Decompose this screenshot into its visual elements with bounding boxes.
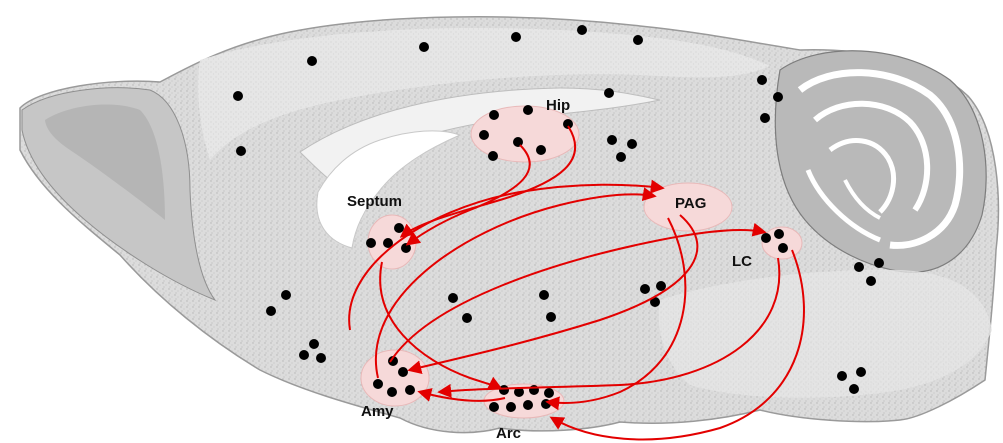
- dot: [539, 290, 549, 300]
- dot: [233, 91, 243, 101]
- label-lc: LC: [732, 253, 752, 270]
- dot: [394, 223, 404, 233]
- dot: [541, 399, 551, 409]
- label-arc: Arc: [496, 425, 521, 442]
- dot: [366, 238, 376, 248]
- dot: [607, 135, 617, 145]
- label-hip: Hip: [546, 97, 570, 114]
- dot: [523, 400, 533, 410]
- dot: [499, 385, 509, 395]
- dot: [387, 387, 397, 397]
- dot: [577, 25, 587, 35]
- dot: [627, 139, 637, 149]
- dot: [309, 339, 319, 349]
- dot: [299, 350, 309, 360]
- dot: [640, 284, 650, 294]
- brain-tissue: [20, 17, 998, 433]
- dot: [307, 56, 317, 66]
- dot: [849, 384, 859, 394]
- dot: [837, 371, 847, 381]
- dot: [536, 145, 546, 155]
- dot: [448, 293, 458, 303]
- label-septum: Septum: [347, 193, 402, 210]
- dot: [488, 151, 498, 161]
- dot: [760, 113, 770, 123]
- dot: [419, 42, 429, 52]
- dot: [773, 92, 783, 102]
- dot: [489, 110, 499, 120]
- dot: [373, 379, 383, 389]
- dot: [398, 367, 408, 377]
- dot: [874, 258, 884, 268]
- dot: [546, 312, 556, 322]
- dot: [529, 385, 539, 395]
- dot: [656, 281, 666, 291]
- dot: [523, 105, 533, 115]
- label-amy: Amy: [361, 403, 394, 420]
- dot: [316, 353, 326, 363]
- dot: [236, 146, 246, 156]
- dot: [506, 402, 516, 412]
- dot: [489, 402, 499, 412]
- dot: [761, 233, 771, 243]
- dot: [778, 243, 788, 253]
- dot: [544, 388, 554, 398]
- dot: [479, 130, 489, 140]
- dot: [854, 262, 864, 272]
- dot: [604, 88, 614, 98]
- dot: [511, 32, 521, 42]
- dot: [616, 152, 626, 162]
- dot: [866, 276, 876, 286]
- label-pag: PAG: [675, 195, 706, 212]
- dot: [633, 35, 643, 45]
- dot: [266, 306, 276, 316]
- dot: [405, 385, 415, 395]
- dot: [774, 229, 784, 239]
- dot: [856, 367, 866, 377]
- dot: [757, 75, 767, 85]
- dot: [401, 243, 411, 253]
- dot: [281, 290, 291, 300]
- dot: [462, 313, 472, 323]
